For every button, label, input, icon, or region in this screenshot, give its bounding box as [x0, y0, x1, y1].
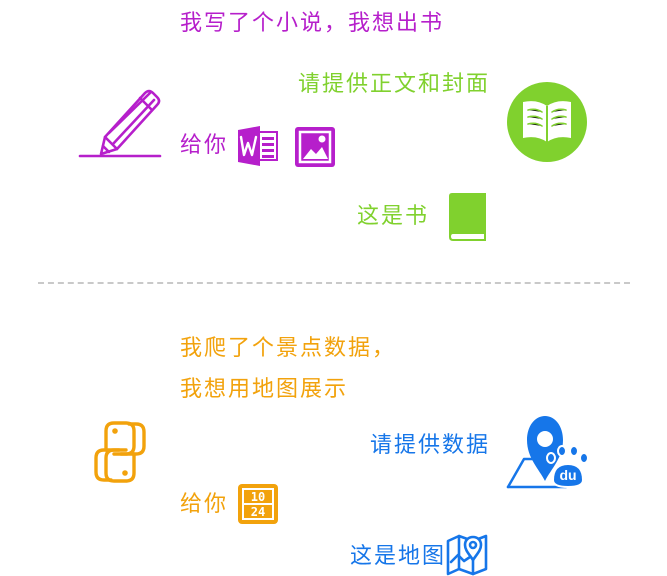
publisher-result-message: 这是书 — [357, 204, 430, 229]
data-grid-bottom-digits: 24 — [250, 505, 266, 519]
word-document-icon — [238, 126, 278, 166]
map-service-request-message: 请提供数据 — [370, 433, 491, 458]
user-give-label-2: 给你 — [180, 492, 229, 517]
data-grid-icon: 10 24 — [238, 484, 278, 524]
map-icon — [446, 534, 488, 576]
image-icon — [295, 127, 335, 167]
open-book-icon — [507, 82, 587, 162]
baidu-du-label: du — [559, 467, 577, 483]
user-give-label: 给你 — [180, 133, 229, 158]
section-divider — [38, 282, 630, 284]
data-grid-top-digits: 10 — [250, 490, 266, 504]
python-logo-icon — [94, 421, 146, 483]
user-novel-message: 我写了个小说，我想出书 — [180, 11, 445, 36]
publisher-request-message: 请提供正文和封面 — [298, 72, 491, 97]
user-data-message-line2: 我想用地图展示 — [180, 377, 349, 402]
pencil-icon — [78, 89, 162, 158]
closed-book-icon — [449, 193, 486, 241]
baidu-map-location-icon: du — [506, 414, 590, 490]
map-service-result-message: 这是地图 — [350, 544, 447, 569]
user-data-message-line1: 我爬了个景点数据， — [180, 336, 397, 361]
